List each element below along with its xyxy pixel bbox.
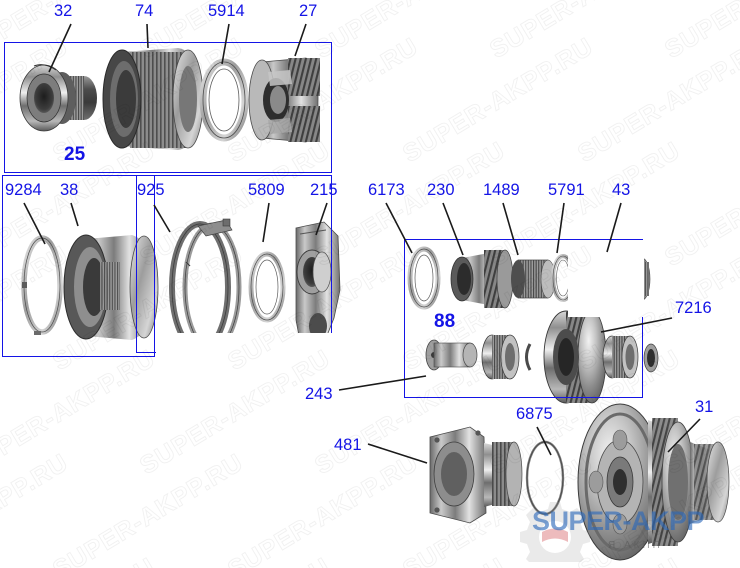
part-243-shaft-bolt bbox=[425, 339, 478, 371]
box-notch-mask-88 bbox=[568, 240, 644, 317]
callout-label-481: 481 bbox=[334, 436, 362, 454]
group-box-25 bbox=[4, 42, 332, 173]
part-6173-seal-ring bbox=[407, 246, 441, 310]
callout-label-1489: 1489 bbox=[483, 181, 520, 199]
box-notch-mask-left bbox=[84, 176, 136, 207]
part-31-ring-gear-assembly bbox=[577, 403, 730, 561]
callout-label-25: 25 bbox=[64, 144, 86, 165]
callout-label-215: 215 bbox=[310, 181, 338, 199]
part-small-collar bbox=[643, 343, 659, 373]
callout-label-925: 925 bbox=[137, 181, 165, 199]
callout-label-88: 88 bbox=[434, 311, 456, 332]
callout-label-230: 230 bbox=[427, 181, 455, 199]
part-32-bearing bbox=[19, 64, 97, 132]
part-230-pinion-gear bbox=[450, 249, 514, 309]
part-74-drum bbox=[102, 48, 204, 150]
part-481-output-housing bbox=[429, 426, 523, 524]
part-27-planet-carrier bbox=[248, 57, 320, 143]
callout-label-5914: 5914 bbox=[208, 2, 245, 20]
callout-label-43: 43 bbox=[612, 181, 631, 199]
callout-label-6875: 6875 bbox=[516, 405, 553, 423]
box-notch-mask-925 bbox=[156, 333, 334, 359]
callout-label-5791: 5791 bbox=[548, 181, 585, 199]
group-box-38 bbox=[2, 175, 155, 357]
callout-label-7216: 7216 bbox=[675, 299, 712, 317]
callout-label-243: 243 bbox=[305, 385, 333, 403]
callout-label-6173: 6173 bbox=[368, 181, 405, 199]
part-38-clutch-drum bbox=[63, 234, 159, 340]
callout-label-9284: 9284 bbox=[5, 181, 42, 199]
part-7216-taper-bearing-right bbox=[602, 335, 639, 379]
callout-label-74: 74 bbox=[135, 2, 154, 20]
part-215-bearing-bracket bbox=[295, 221, 341, 353]
group-box-925 bbox=[136, 175, 332, 353]
part-1489-needle-bearing bbox=[511, 259, 556, 299]
part-5809-thrust-washer bbox=[248, 251, 286, 323]
part-snap-clip bbox=[525, 343, 532, 371]
callout-label-27: 27 bbox=[299, 2, 318, 20]
callout-label-5809: 5809 bbox=[248, 181, 285, 199]
part-7216-taper-bearing-left bbox=[481, 334, 520, 380]
callout-label-32: 32 bbox=[54, 2, 73, 20]
part-6875-o-ring bbox=[525, 440, 565, 516]
callout-label-31: 31 bbox=[695, 398, 714, 416]
callout-label-38: 38 bbox=[60, 181, 79, 199]
